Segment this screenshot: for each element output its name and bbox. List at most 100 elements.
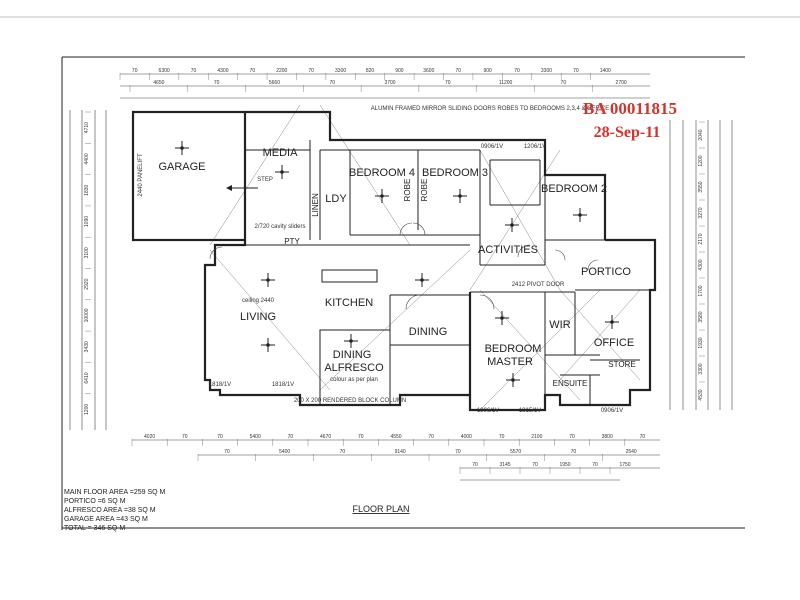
dimension-label: 70 — [571, 449, 577, 455]
alfresco-label-line2: ALFRESCO — [324, 362, 384, 374]
light-fitting-icon — [495, 311, 509, 325]
ldy-label: LDY — [325, 193, 347, 205]
approval-stamp-date: 28-Sep-11 — [594, 124, 661, 141]
dimension-label: 70 — [428, 434, 434, 440]
dimension-label: 6410 — [84, 372, 90, 383]
dimension-label: 70 — [340, 449, 346, 455]
dimension-label: 4550 — [390, 434, 401, 440]
interior-walls — [215, 112, 650, 406]
door-swings — [209, 222, 599, 310]
dimension-label: 6300 — [159, 68, 170, 74]
dimension-label: 9140 — [395, 449, 406, 455]
step-note: STEP — [257, 177, 273, 183]
dimension-label: 70 — [182, 434, 188, 440]
dimension-label: 70 — [532, 462, 538, 468]
dimension-label: 5400 — [250, 434, 261, 440]
alfresco-label-line1: DINING — [333, 349, 372, 361]
dimension-label: 1750 — [619, 462, 630, 468]
dimension-label: 70 — [250, 68, 256, 74]
left-dimension-labels: 4710440018301090310029201000034306410120… — [84, 111, 91, 415]
store-label: STORE — [608, 360, 635, 369]
pivot-door-note: 2412 PIVOT DOOR — [512, 282, 565, 288]
light-fitting-icon — [605, 315, 619, 329]
office-label: OFFICE — [594, 337, 634, 349]
garage-entry-arrow — [226, 185, 258, 191]
dimension-label: 1700 — [698, 285, 704, 296]
dimension-label: 70 — [455, 449, 461, 455]
dimension-label: 4000 — [461, 434, 472, 440]
dimension-label: 70 — [472, 462, 478, 468]
dimension-label: 900 — [483, 68, 492, 74]
dimension-label: 3580 — [698, 311, 704, 322]
alfresco-cover-note: colour as per plan — [330, 377, 378, 383]
drawing-title: FLOOR PLAN — [352, 504, 409, 514]
dimension-label: 3300 — [335, 68, 346, 74]
bottom-dimension-lines — [132, 439, 660, 481]
dimension-label: 3100 — [84, 247, 90, 258]
dimension-label: 1400 — [600, 68, 611, 74]
garage-walls — [131, 110, 247, 242]
dimension-label: 70 — [499, 434, 505, 440]
area-line: GARAGE AREA =43 SQ M — [64, 516, 148, 523]
block-column-note: 200 X 200 RENDERED BLOCK COLUMN — [294, 398, 406, 404]
dimension-label: 4710 — [84, 122, 90, 133]
area-line: MAIN FLOOR AREA =259 SQ M — [64, 489, 166, 496]
dimension-label: 70 — [514, 68, 520, 74]
window-code-7: 0906/1V — [601, 408, 623, 414]
dimension-label: 70 — [569, 434, 575, 440]
dimension-label: 4300 — [698, 259, 704, 270]
dimension-label: 5660 — [269, 80, 280, 86]
window-code-6: 1815/1V — [519, 408, 541, 414]
dimension-label: 4670 — [320, 434, 331, 440]
dimension-label: 70 — [224, 449, 230, 455]
light-fitting-icon — [573, 208, 587, 222]
activities-label: ACTIVITIES — [478, 244, 538, 256]
dimension-label: 4530 — [698, 389, 704, 400]
exterior-walls — [131, 110, 657, 412]
dimension-label: 5570 — [510, 449, 521, 455]
dimension-label: 10000 — [84, 308, 90, 322]
cavity-sliders-note: 2/720 cavity sliders — [254, 224, 305, 230]
dimension-label: 70 — [640, 434, 646, 440]
garage-label: GARAGE — [158, 161, 205, 173]
dimension-label: 70 — [132, 68, 138, 74]
dimension-label: 70 — [573, 68, 579, 74]
top-dimension-lines — [120, 73, 650, 99]
light-fitting-icon — [261, 273, 275, 287]
robe2-label: ROBE — [420, 179, 429, 202]
area-line: TOTAL = 346 SQ M — [64, 525, 125, 532]
master-label-line1: BEDROOM — [485, 343, 542, 355]
dimension-label: 4020 — [144, 434, 155, 440]
light-fitting-icon — [261, 338, 275, 352]
dimension-label: 3430 — [84, 341, 90, 352]
dimension-label: 3300 — [698, 363, 704, 374]
right-dimension-labels: 2040120035503270217043001700358019303300… — [698, 121, 705, 401]
light-fitting-icon — [453, 189, 467, 203]
dimension-label: 70 — [308, 68, 314, 74]
dimension-label: 3270 — [698, 207, 704, 218]
header-note: ALUMIN FRAMED MIRROR SLIDING DOORS ROBES… — [371, 106, 609, 112]
dimension-label: 70 — [592, 462, 598, 468]
light-fitting-icon — [375, 189, 389, 203]
robe1-label: ROBE — [403, 179, 412, 202]
dimension-label: 900 — [395, 68, 404, 74]
dimension-label: 70 — [445, 80, 451, 86]
dimension-label: 820 — [366, 68, 375, 74]
dining-label: DINING — [409, 326, 448, 338]
pty-label: PTY — [284, 237, 300, 246]
media-label: MEDIA — [263, 147, 299, 159]
light-fitting-icon — [344, 334, 358, 348]
dimension-label: 2920 — [84, 278, 90, 289]
dimension-label: 1200 — [698, 155, 704, 166]
dimension-label: 3600 — [423, 68, 434, 74]
dimension-label: 3800 — [602, 434, 613, 440]
area-schedule: MAIN FLOOR AREA =259 SQ M PORTICO =6 SQ … — [64, 489, 166, 532]
light-fitting-icon — [275, 165, 289, 179]
window-code-1: 1818/1V — [209, 382, 231, 388]
living-label: LIVING — [240, 311, 276, 323]
